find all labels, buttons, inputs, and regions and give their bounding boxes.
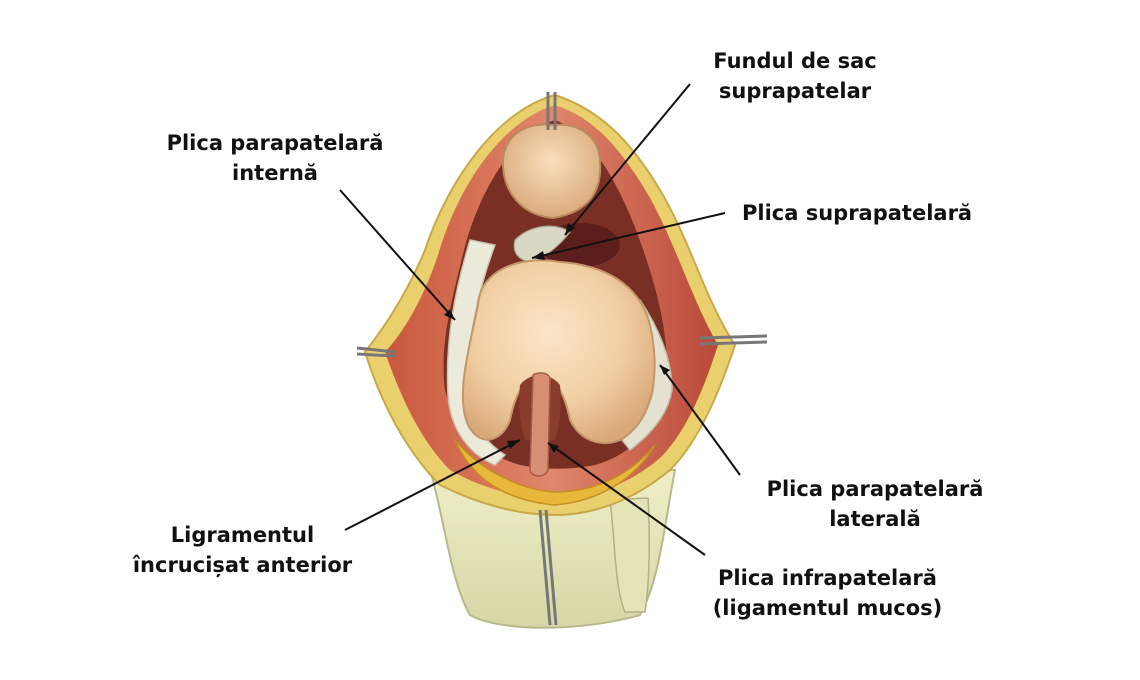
label-suprapatelara-line1: Plica suprapatelară xyxy=(742,201,973,225)
arrowhead-ligament-incrucisat xyxy=(507,440,520,449)
label-fundul-line2: suprapatelar xyxy=(718,79,872,103)
label-plica-parapatelara-interna: Plica parapatelară internă xyxy=(155,128,395,188)
retractor-hooks xyxy=(356,92,768,626)
arrowhead-infrapatelara xyxy=(548,443,559,453)
label-laterala-line1: Plica parapatelară xyxy=(766,477,984,501)
label-fundul-de-sac: Fundul de sac suprapatelar xyxy=(700,46,890,106)
arrowhead-parapatelara-interna xyxy=(444,309,455,320)
arrowhead-fundul xyxy=(565,223,575,235)
label-plica-suprapatelara: Plica suprapatelară xyxy=(742,198,972,228)
label-plica-parapatelara-laterala: Plica parapatelară laterală xyxy=(750,474,1000,534)
label-interna-line1: Plica parapatelară xyxy=(166,131,384,155)
pointer-line-suprapatelara xyxy=(531,212,726,259)
pointer-arrowheads xyxy=(444,223,670,453)
label-fundul-line1: Fundul de sac xyxy=(713,49,877,73)
arrowhead-suprapatelara xyxy=(532,251,545,260)
acl-ligament xyxy=(529,372,551,477)
patella-bone xyxy=(501,123,602,220)
label-plica-infrapatelara: Plica infrapatelară (ligamentul mucos) xyxy=(700,563,955,623)
label-interna-line2: internă xyxy=(232,161,318,185)
pointer-line-parapatelara-laterala xyxy=(659,364,741,476)
label-ligament-line1: Ligramentul xyxy=(170,523,315,547)
label-ligament-line2: încrucișat anterior xyxy=(132,553,353,577)
suprapatellar-plica-fold xyxy=(513,225,571,263)
pointer-line-ligament-incrucisat xyxy=(344,439,521,531)
pointer-line-infrapatelara xyxy=(547,442,706,556)
fat-pad xyxy=(454,439,656,506)
label-infrapatelara-line1: Plica infrapatelară xyxy=(718,566,937,590)
label-laterala-line2: laterală xyxy=(829,507,921,531)
label-infrapatelara-line2: (ligamentul mucos) xyxy=(712,596,943,620)
arrowhead-parapatelara-laterala xyxy=(660,365,670,375)
pointer-lines xyxy=(339,83,741,556)
femoral-condyles xyxy=(461,259,656,445)
pointer-line-parapatelara-interna xyxy=(339,189,456,321)
pointer-line-fundul xyxy=(564,83,691,236)
label-ligament-incrucisat-anterior: Ligramentul încrucișat anterior xyxy=(120,520,365,580)
fibula-bone xyxy=(609,497,650,613)
